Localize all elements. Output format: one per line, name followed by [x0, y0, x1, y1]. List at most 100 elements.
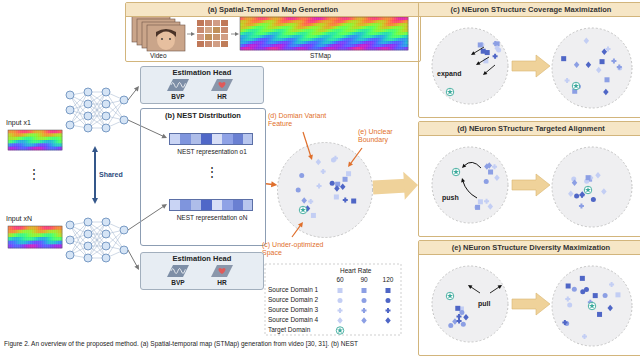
illustration-rect — [24, 130, 26, 134]
illustration-rect — [342, 32, 344, 35]
illustration-rect — [318, 20, 320, 23]
illustration-rect — [340, 38, 342, 41]
illustration-rect — [398, 44, 400, 47]
illustration-rect — [318, 38, 320, 41]
illustration-path — [211, 79, 233, 91]
illustration-rect — [390, 41, 392, 44]
illustration-rect — [288, 20, 290, 23]
illustration-rect — [322, 41, 324, 44]
panel-box: (a) Spatial-Temporal Map Generation — [125, 2, 421, 62]
illustration-rect — [36, 230, 38, 234]
illustration-rect — [18, 133, 20, 137]
illustration-rect — [376, 29, 378, 32]
illustration-rect — [20, 237, 22, 241]
illustration-path — [471, 51, 475, 55]
illustration-rect — [30, 230, 32, 234]
illustration-rect — [18, 241, 20, 245]
illustration-rect — [286, 35, 288, 38]
illustration-rect — [380, 20, 382, 23]
illustration-rect — [34, 130, 36, 134]
illustration-rect — [358, 23, 360, 26]
illustration-rect — [300, 29, 302, 32]
illustration-rect — [290, 44, 292, 47]
illustration-rect — [310, 20, 312, 23]
illustration-rect — [376, 20, 378, 23]
illustration-rect — [16, 233, 18, 237]
illustration-rect — [374, 38, 376, 41]
illustration-rect — [32, 233, 34, 237]
illustration-rect — [294, 23, 296, 26]
illustration-rect — [370, 38, 372, 41]
illustration-rect — [302, 44, 304, 47]
illustration-rect — [396, 41, 398, 44]
illustration-rect — [394, 29, 396, 32]
illustration-rect — [561, 56, 566, 61]
illustration-rect — [24, 244, 26, 248]
illustration-circle — [362, 298, 367, 303]
text-slot: (b) NEST Distribution — [141, 112, 265, 121]
illustration-rect — [12, 137, 14, 141]
illustration-rect — [376, 38, 378, 41]
illustration-circle — [552, 266, 632, 346]
illustration-rect — [362, 44, 364, 47]
illustration-rect — [20, 143, 22, 147]
illustration-rect — [336, 20, 338, 23]
illustration-rect — [26, 133, 28, 137]
illustration-rect — [40, 133, 42, 137]
illustration-rect — [48, 244, 50, 248]
illustration-rect — [8, 244, 10, 248]
illustration-rect — [294, 32, 296, 35]
illustration-rect — [368, 41, 370, 44]
illustration-rect — [276, 35, 278, 38]
illustration-rect — [250, 26, 252, 29]
text-slot: BVP — [161, 279, 195, 286]
illustration-rect — [388, 20, 390, 23]
illustration-rect — [58, 226, 60, 230]
illustration-path — [456, 314, 461, 319]
illustration-rect — [32, 143, 34, 147]
illustration-rect — [390, 35, 392, 38]
illustration-rect — [260, 41, 262, 44]
illustration-rect — [358, 26, 360, 29]
illustration-rect — [358, 41, 360, 44]
label-slot: pull — [478, 300, 490, 308]
illustration-rect — [26, 130, 28, 134]
illustration-rect — [10, 237, 12, 241]
illustration-rect — [290, 41, 292, 44]
illustration-rect — [34, 226, 36, 230]
illustration-circle — [102, 242, 110, 250]
illustration-rect — [16, 237, 18, 241]
illustration-rect — [314, 32, 316, 35]
illustration-rect — [286, 44, 288, 47]
label-slot: 120 — [381, 276, 395, 283]
box-title: (b) NEST Distribution — [141, 112, 265, 121]
illustration-circle — [84, 112, 92, 120]
illustration-rect — [18, 244, 20, 248]
illustration-rect — [392, 20, 394, 23]
illustration-rect — [262, 26, 264, 29]
illustration-rect — [340, 41, 342, 44]
illustration-rect — [346, 20, 348, 23]
illustration-rect — [332, 41, 334, 44]
legend-row: Source Domain 1 — [268, 286, 400, 295]
illustration-rect — [398, 17, 400, 20]
illustration-rect — [288, 35, 290, 38]
illustration-rect — [362, 35, 364, 38]
illustration-rect — [300, 32, 302, 35]
illustration-path — [292, 225, 301, 237]
illustration-circle — [572, 82, 580, 90]
illustration-rect — [30, 237, 32, 241]
illustration-rect — [320, 26, 322, 29]
illustration-rect — [326, 32, 328, 35]
illustration-rect — [356, 29, 358, 32]
panel-title: (d) NEuron STructure Targeted Alignment — [419, 122, 640, 136]
illustration-rect — [264, 38, 266, 41]
illustration-rect — [308, 20, 310, 23]
illustration-rect — [16, 133, 18, 137]
text-slot: Input x1 — [6, 119, 31, 127]
illustration-path — [171, 269, 185, 274]
illustration-rect — [252, 35, 254, 38]
illustration-rect — [40, 226, 42, 230]
representation-label: NEST representation oN — [146, 214, 278, 221]
illustration-rect — [336, 23, 338, 26]
